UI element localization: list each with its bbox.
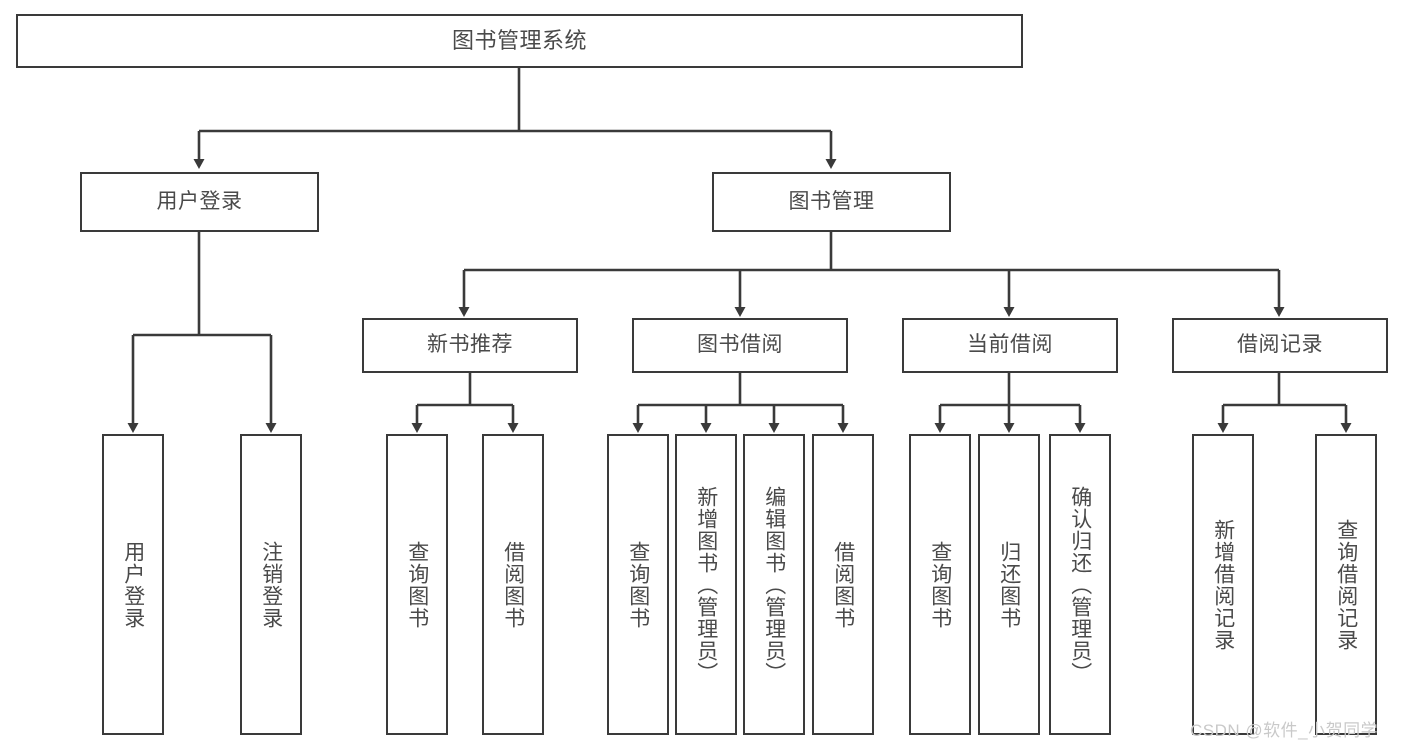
leaf-borrow-book-new[interactable]: 借阅图书 (482, 434, 544, 735)
node-label: 借阅图书 (831, 540, 855, 629)
leaf-add-book-admin[interactable]: 新增图书（管理员） (675, 434, 737, 735)
csdn-watermark: CSDN @软件_小贺同学 (1190, 721, 1379, 740)
node-label: 编辑图书（管理员） (762, 485, 786, 684)
node-book-borrow[interactable]: 图书借阅 (632, 318, 848, 373)
node-label: 图书借阅 (697, 333, 783, 357)
node-label: 当前借阅 (967, 333, 1053, 357)
node-label: 确认归还（管理员） (1068, 485, 1092, 684)
node-user-login[interactable]: 用户登录 (80, 172, 319, 232)
node-label: 用户登录 (121, 540, 145, 629)
node-label: 新增借阅记录 (1211, 518, 1235, 651)
leaf-edit-book-admin[interactable]: 编辑图书（管理员） (743, 434, 805, 735)
node-label: 查询图书 (928, 540, 952, 629)
node-label: 查询借阅记录 (1334, 518, 1358, 651)
leaf-add-borrow-record[interactable]: 新增借阅记录 (1192, 434, 1254, 735)
leaf-query-book-current[interactable]: 查询图书 (909, 434, 971, 735)
node-label: 新增图书（管理员） (694, 485, 718, 684)
node-label: 用户登录 (156, 189, 243, 213)
leaf-user-logout[interactable]: 注销登录 (240, 434, 302, 735)
leaf-query-book-new[interactable]: 查询图书 (386, 434, 448, 735)
node-label: 图书管理系统 (451, 28, 587, 54)
leaf-confirm-return-admin[interactable]: 确认归还（管理员） (1049, 434, 1111, 735)
leaf-query-borrow-record[interactable]: 查询借阅记录 (1315, 434, 1377, 735)
node-label: 归还图书 (997, 540, 1021, 629)
node-label: 图书管理 (788, 189, 875, 213)
leaf-query-book-borrow[interactable]: 查询图书 (607, 434, 669, 735)
node-current-borrow[interactable]: 当前借阅 (902, 318, 1118, 373)
leaf-user-login[interactable]: 用户登录 (102, 434, 164, 735)
node-label: 查询图书 (626, 540, 650, 629)
node-new-book-recommend[interactable]: 新书推荐 (362, 318, 578, 373)
leaf-borrow-book[interactable]: 借阅图书 (812, 434, 874, 735)
node-label: 新书推荐 (427, 333, 513, 357)
node-book-management[interactable]: 图书管理 (712, 172, 951, 232)
leaf-return-book[interactable]: 归还图书 (978, 434, 1040, 735)
node-root-system[interactable]: 图书管理系统 (16, 14, 1023, 68)
node-label: 注销登录 (259, 540, 283, 629)
node-label: 借阅图书 (501, 540, 525, 629)
node-label: 查询图书 (405, 540, 429, 629)
node-label: 借阅记录 (1237, 333, 1323, 357)
node-borrow-records[interactable]: 借阅记录 (1172, 318, 1388, 373)
